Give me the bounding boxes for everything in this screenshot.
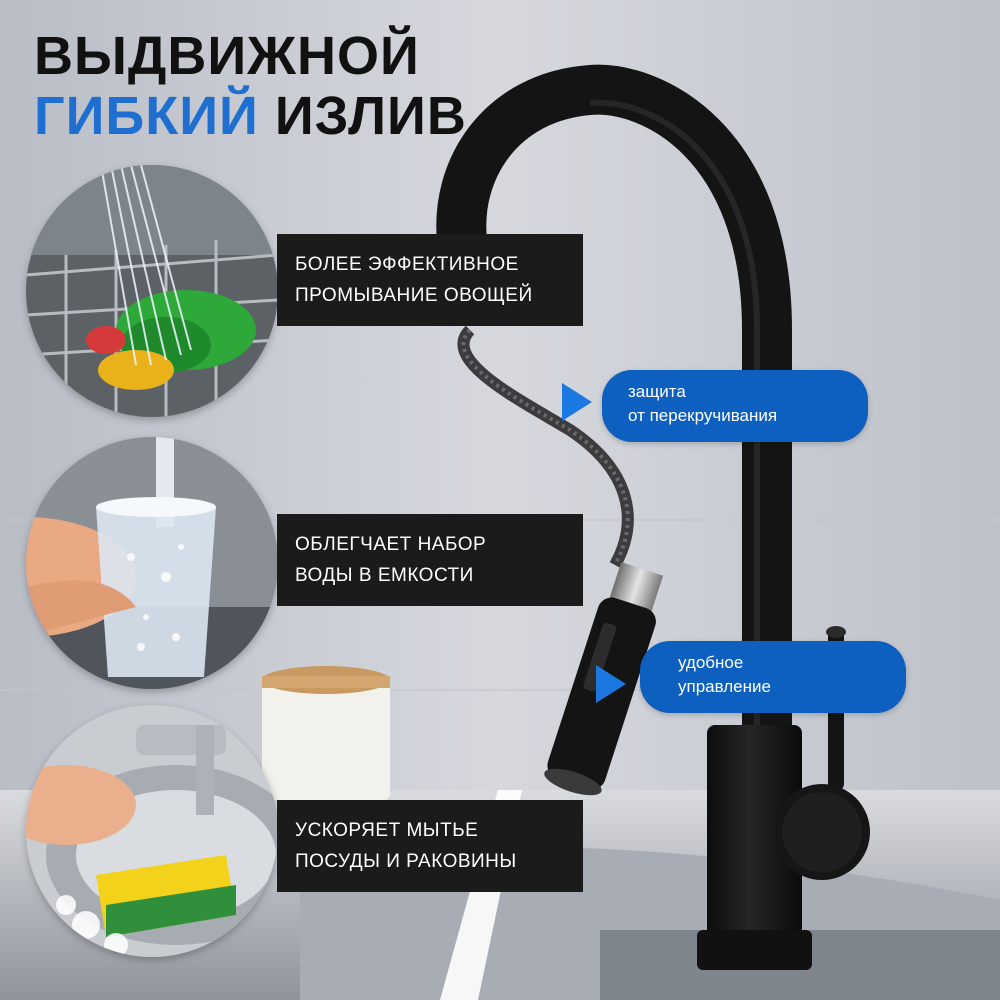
feature-caption-water: ОБЛЕГЧАЕТ НАБОР ВОДЫ В ЕМКОСТИ	[277, 514, 583, 606]
title-accent-word: ГИБКИЙ	[34, 86, 259, 146]
callout-easy-control: удобное управление	[640, 641, 906, 713]
callout-line: от перекручивания	[628, 406, 778, 425]
feature-caption-line: ПРОМЫВАНИЕ ОВОЩЕЙ	[295, 285, 533, 306]
feature-caption-line: ПОСУДЫ И РАКОВИНЫ	[295, 851, 517, 872]
feature-caption-line: ВОДЫ В ЕМКОСТИ	[295, 565, 474, 586]
callout-line: удобное	[678, 653, 744, 672]
title-line-1: ВЫДВИЖНОЙ	[34, 26, 420, 86]
feature-caption-dishes: УСКОРЯЕТ МЫТЬЕ ПОСУДЫ И РАКОВИНЫ	[277, 800, 583, 892]
page-title: ВЫДВИЖНОЙ ГИБКИЙ ИЗЛИВ	[34, 26, 467, 146]
feature-caption-line: ОБЛЕГЧАЕТ НАБОР	[295, 534, 487, 555]
sponge-dishes-photo	[26, 705, 278, 957]
title-rest-word: ИЗЛИВ	[274, 86, 467, 146]
feature-caption-vegetables: БОЛЕЕ ЭФФЕКТИВНОЕ ПРОМЫВАНИЕ ОВОЩЕЙ	[277, 234, 583, 326]
callout-anti-twist: защита от перекручивания	[602, 370, 868, 442]
title-line-2: ГИБКИЙ ИЗЛИВ	[34, 86, 467, 146]
feature-caption-line: БОЛЕЕ ЭФФЕКТИВНОЕ	[295, 254, 519, 275]
water-glass-photo	[26, 437, 278, 689]
feature-caption-line: УСКОРЯЕТ МЫТЬЕ	[295, 820, 479, 841]
vegetables-photo	[26, 165, 278, 417]
callout-line: управление	[678, 677, 771, 696]
callout-arrow-icon	[562, 383, 592, 421]
callout-line: защита	[628, 382, 686, 401]
callout-arrow-icon	[596, 665, 626, 703]
